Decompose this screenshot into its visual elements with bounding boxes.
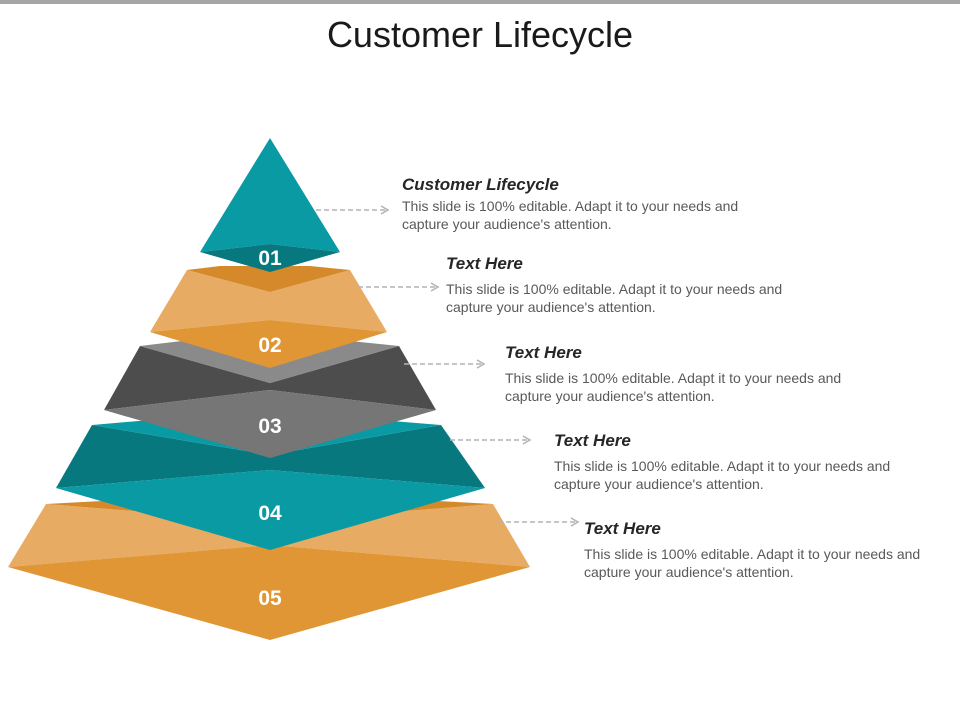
level-01-front-face [200,244,340,272]
level-02-description: This slide is 100% editable. Adapt it to… [446,281,783,315]
level-02-number: 02 [258,334,281,357]
level-02-title: Text Here [446,254,523,273]
level-05-label: Text Here This slide is 100% editable. A… [584,519,954,581]
level-03-front-face [104,390,436,458]
level-01-number: 01 [258,247,282,270]
level-05-description: This slide is 100% editable. Adapt it to… [584,546,921,580]
level-02-left-face [150,270,270,332]
level-03-description: This slide is 100% editable. Adapt it to… [505,370,842,404]
slide-title: Customer Lifecycle [326,14,634,55]
pyramid-level-01: 01 [200,138,340,272]
level-03-number: 03 [258,415,281,438]
level-02-top-face [187,266,350,292]
level-01-label: Customer Lifecycle This slide is 100% ed… [402,175,772,233]
top-rule [0,0,960,4]
pyramid-level-02: 02 [150,266,387,368]
level-04-description: This slide is 100% editable. Adapt it to… [554,458,891,492]
level-02-label: Text Here This slide is 100% editable. A… [446,254,816,316]
level-04-label: Text Here This slide is 100% editable. A… [554,431,924,493]
level-03-left-face [104,346,270,410]
level-04-front-face [56,470,485,550]
level-02-front-face [150,320,387,368]
level-05-title: Text Here [584,519,661,538]
level-01-description: This slide is 100% editable. Adapt it to… [402,198,739,232]
level-05-number: 05 [258,587,282,610]
level-04-title: Text Here [554,431,631,450]
level-04-number: 04 [258,502,282,525]
level-01-main-face [200,138,340,252]
level-03-title: Text Here [505,343,582,362]
level-03-label: Text Here This slide is 100% editable. A… [505,343,875,405]
level-01-title: Customer Lifecycle [402,175,559,194]
level-04-right-face [270,425,485,488]
level-03-right-face [270,346,436,410]
level-04-left-face [56,425,270,488]
level-02-right-face [270,270,387,332]
level-05-front-face [8,545,530,640]
